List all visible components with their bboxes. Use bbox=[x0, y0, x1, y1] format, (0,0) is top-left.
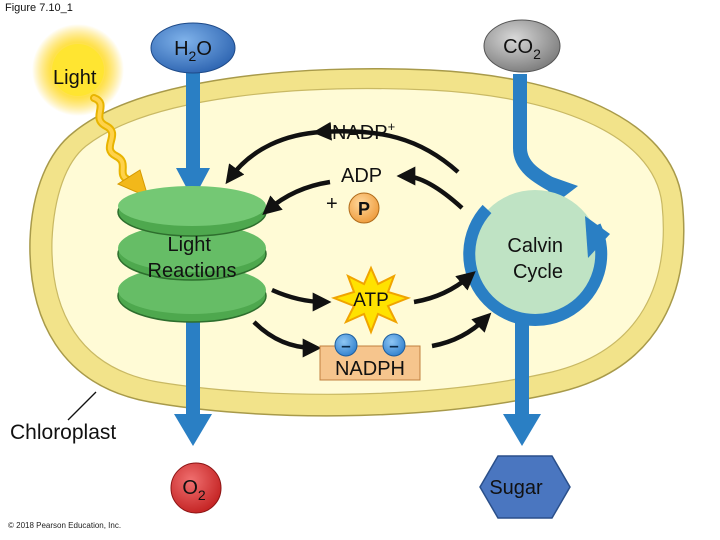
nadp-plus-label-sup: + bbox=[388, 119, 396, 134]
co2-oval bbox=[483, 19, 561, 73]
plus-sign: + bbox=[326, 193, 338, 215]
electron-icon-2 bbox=[382, 333, 406, 357]
light-label: Light bbox=[53, 67, 97, 89]
sugar-outflow-arrow bbox=[503, 312, 541, 446]
atp-star-icon bbox=[330, 265, 412, 335]
nadp-plus-label-main: NADP bbox=[332, 122, 388, 144]
phosphate-label: P bbox=[358, 199, 370, 219]
calvin-cycle-line-2: Cycle bbox=[513, 261, 563, 283]
sugar-hexagon bbox=[479, 455, 571, 519]
calvin-cycle-line-1: Calvin bbox=[507, 235, 563, 257]
light-reactions-label: Light Reactions bbox=[148, 234, 237, 282]
water-label-sub: 2 bbox=[189, 48, 197, 64]
sun-icon bbox=[32, 24, 124, 116]
co2-label-sub: 2 bbox=[533, 46, 541, 62]
water-label: H2O bbox=[174, 38, 212, 64]
chloroplast-label: Chloroplast bbox=[10, 421, 116, 444]
nadp-plus-label: NADP+ bbox=[332, 119, 395, 144]
oxygen-circle bbox=[170, 462, 222, 514]
calvin-cycle-label: Calvin Cycle bbox=[507, 235, 568, 283]
figure-label: Figure 7.10_1 bbox=[5, 2, 73, 14]
oxygen-label-sub: 2 bbox=[198, 487, 206, 503]
chloroplast-leader-line bbox=[67, 391, 97, 421]
oxygen-label: O2 bbox=[182, 477, 206, 503]
atp-label: ATP bbox=[353, 290, 389, 311]
adp-label: ADP bbox=[341, 165, 382, 187]
oxygen-outflow-arrow bbox=[174, 318, 212, 446]
copyright-notice: © 2018 Pearson Education, Inc. bbox=[8, 521, 122, 530]
water-inflow-arrow bbox=[176, 66, 210, 200]
nadp-return-arrow bbox=[225, 121, 460, 185]
water-label-main: H bbox=[174, 38, 188, 60]
oxygen-label-main: O bbox=[182, 477, 198, 499]
phosphate-circle bbox=[348, 192, 380, 224]
atp-flow-arrow bbox=[271, 271, 476, 312]
nadph-flow-arrow bbox=[252, 312, 492, 358]
calvin-cycle bbox=[463, 190, 610, 327]
electron-icon-1 bbox=[334, 333, 358, 357]
sugar-label: Sugar bbox=[489, 477, 543, 499]
water-label-tail: O bbox=[196, 38, 212, 60]
co2-label-main: CO bbox=[503, 36, 533, 58]
light-wave-arrow bbox=[90, 94, 149, 198]
water-oval bbox=[150, 22, 236, 74]
nadph-label: NADPH bbox=[335, 358, 405, 380]
thylakoid-stack bbox=[117, 186, 267, 323]
light-reactions-line-2: Reactions bbox=[148, 260, 237, 282]
electron-label-2: – bbox=[389, 336, 398, 355]
electron-label-1: – bbox=[341, 336, 350, 355]
co2-label: CO2 bbox=[503, 36, 541, 62]
light-reactions-line-1: Light bbox=[168, 234, 212, 256]
adp-return-arrow bbox=[262, 166, 464, 215]
